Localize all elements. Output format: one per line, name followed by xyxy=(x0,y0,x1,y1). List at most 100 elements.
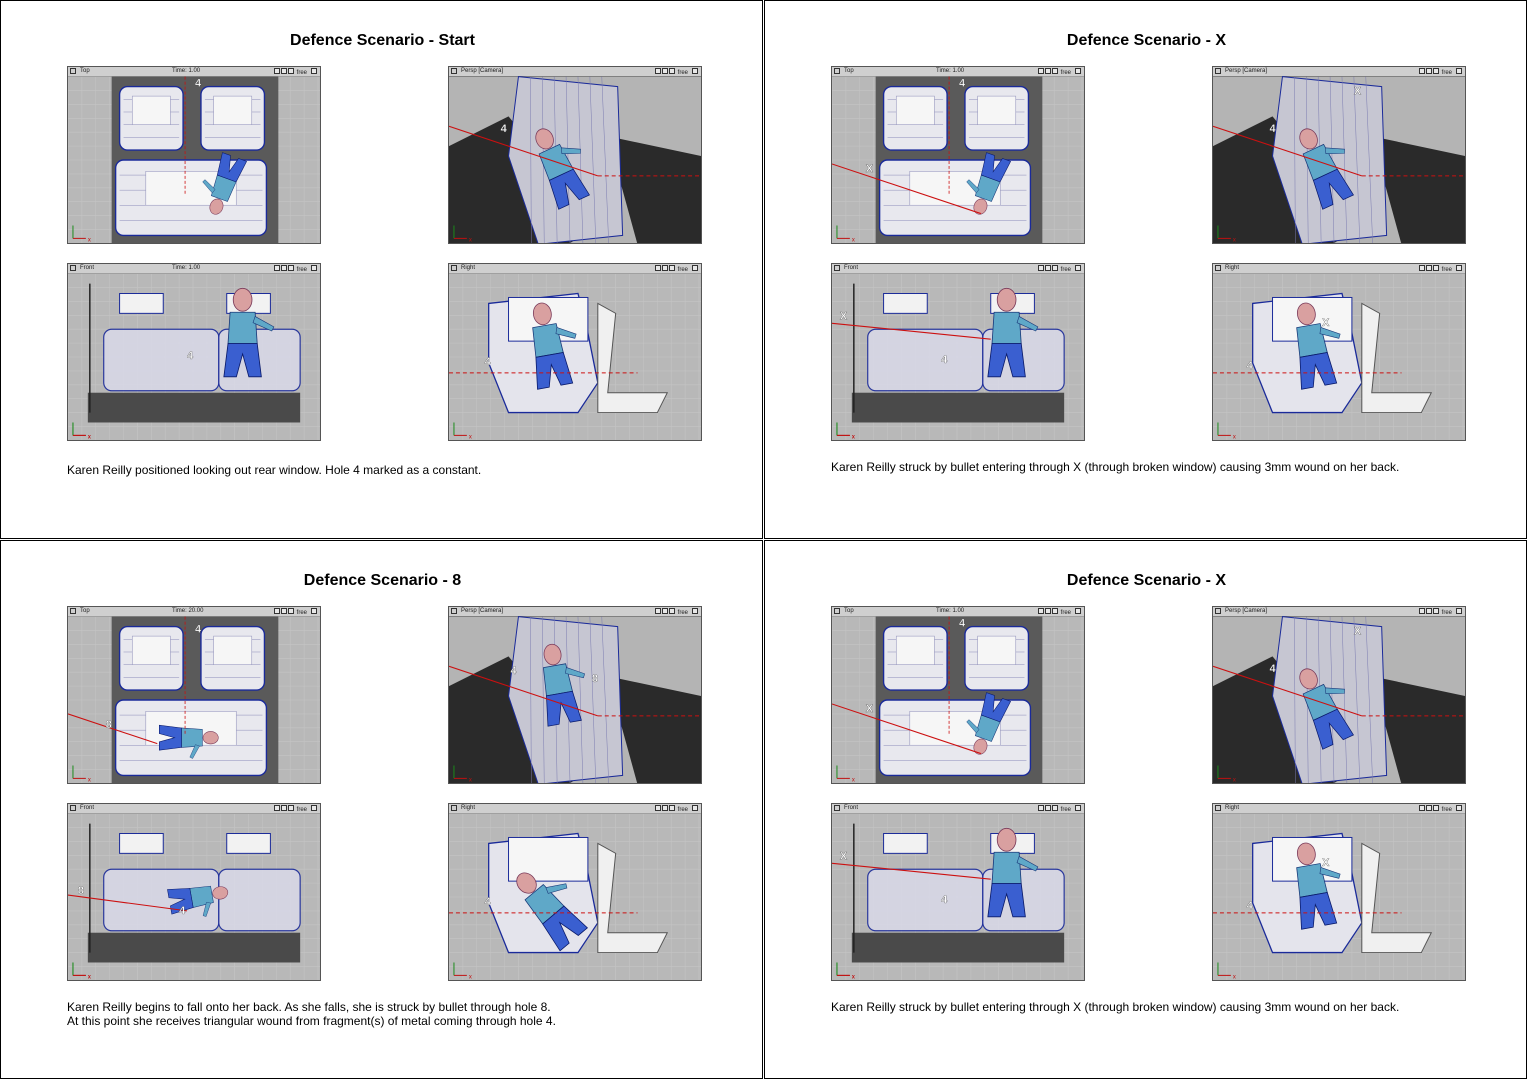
pan-icon[interactable] xyxy=(1425,68,1432,74)
zoom-icon[interactable] xyxy=(1037,265,1044,271)
viewport-buttons[interactable]: free xyxy=(1037,265,1081,275)
rotate-icon[interactable] xyxy=(668,68,675,74)
view-mode-field[interactable]: free xyxy=(296,267,307,273)
maximize-icon[interactable] xyxy=(1075,68,1081,74)
maximize-icon[interactable] xyxy=(311,68,317,74)
maximize-icon[interactable] xyxy=(692,608,698,614)
close-icon[interactable] xyxy=(834,265,840,271)
view-mode-field[interactable]: free xyxy=(1441,267,1452,273)
view-mode-field[interactable]: free xyxy=(1441,70,1452,76)
pan-icon[interactable] xyxy=(661,805,668,811)
zoom-icon[interactable] xyxy=(654,608,661,614)
viewport-buttons[interactable]: free xyxy=(654,608,698,618)
pan-icon[interactable] xyxy=(661,68,668,74)
pan-icon[interactable] xyxy=(1425,805,1432,811)
viewport-buttons[interactable]: free xyxy=(273,608,317,618)
rotate-icon[interactable] xyxy=(287,265,294,271)
close-icon[interactable] xyxy=(1215,805,1221,811)
view-mode-field[interactable]: free xyxy=(677,807,688,813)
zoom-icon[interactable] xyxy=(1418,68,1425,74)
view-mode-field[interactable]: free xyxy=(677,610,688,616)
viewport-buttons[interactable]: free xyxy=(654,265,698,275)
rotate-icon[interactable] xyxy=(1432,68,1439,74)
close-icon[interactable] xyxy=(70,265,76,271)
maximize-icon[interactable] xyxy=(1075,608,1081,614)
rotate-icon[interactable] xyxy=(287,608,294,614)
maximize-icon[interactable] xyxy=(692,68,698,74)
close-icon[interactable] xyxy=(1215,68,1221,74)
pan-icon[interactable] xyxy=(1044,68,1051,74)
view-mode-field[interactable]: free xyxy=(296,610,307,616)
close-icon[interactable] xyxy=(451,608,457,614)
viewport-buttons[interactable]: free xyxy=(273,68,317,78)
pan-icon[interactable] xyxy=(1044,608,1051,614)
close-icon[interactable] xyxy=(451,805,457,811)
maximize-icon[interactable] xyxy=(311,265,317,271)
rotate-icon[interactable] xyxy=(1432,805,1439,811)
zoom-icon[interactable] xyxy=(273,265,280,271)
view-mode-field[interactable]: free xyxy=(296,807,307,813)
pan-icon[interactable] xyxy=(1044,805,1051,811)
maximize-icon[interactable] xyxy=(1075,265,1081,271)
viewport-buttons[interactable]: free xyxy=(1418,68,1462,78)
close-icon[interactable] xyxy=(70,68,76,74)
rotate-icon[interactable] xyxy=(1051,805,1058,811)
close-icon[interactable] xyxy=(70,608,76,614)
view-mode-field[interactable]: free xyxy=(1441,610,1452,616)
maximize-icon[interactable] xyxy=(311,805,317,811)
close-icon[interactable] xyxy=(834,608,840,614)
viewport-buttons[interactable]: free xyxy=(654,805,698,815)
maximize-icon[interactable] xyxy=(1456,608,1462,614)
viewport-buttons[interactable]: free xyxy=(1418,608,1462,618)
zoom-icon[interactable] xyxy=(654,265,661,271)
pan-icon[interactable] xyxy=(280,608,287,614)
rotate-icon[interactable] xyxy=(668,265,675,271)
view-mode-field[interactable]: free xyxy=(1060,267,1071,273)
rotate-icon[interactable] xyxy=(668,608,675,614)
maximize-icon[interactable] xyxy=(1456,68,1462,74)
pan-icon[interactable] xyxy=(661,265,668,271)
zoom-icon[interactable] xyxy=(654,68,661,74)
maximize-icon[interactable] xyxy=(692,805,698,811)
pan-icon[interactable] xyxy=(280,265,287,271)
close-icon[interactable] xyxy=(451,68,457,74)
rotate-icon[interactable] xyxy=(1051,608,1058,614)
close-icon[interactable] xyxy=(834,68,840,74)
view-mode-field[interactable]: free xyxy=(1060,70,1071,76)
close-icon[interactable] xyxy=(451,265,457,271)
viewport-buttons[interactable]: free xyxy=(1418,805,1462,815)
viewport-buttons[interactable]: free xyxy=(273,805,317,815)
rotate-icon[interactable] xyxy=(287,68,294,74)
pan-icon[interactable] xyxy=(1044,265,1051,271)
viewport-buttons[interactable]: free xyxy=(1418,265,1462,275)
zoom-icon[interactable] xyxy=(1418,265,1425,271)
close-icon[interactable] xyxy=(1215,265,1221,271)
zoom-icon[interactable] xyxy=(273,68,280,74)
zoom-icon[interactable] xyxy=(1418,805,1425,811)
zoom-icon[interactable] xyxy=(1418,608,1425,614)
maximize-icon[interactable] xyxy=(1456,805,1462,811)
zoom-icon[interactable] xyxy=(1037,608,1044,614)
rotate-icon[interactable] xyxy=(1051,265,1058,271)
zoom-icon[interactable] xyxy=(273,608,280,614)
pan-icon[interactable] xyxy=(280,805,287,811)
view-mode-field[interactable]: free xyxy=(677,70,688,76)
pan-icon[interactable] xyxy=(1425,608,1432,614)
rotate-icon[interactable] xyxy=(668,805,675,811)
zoom-icon[interactable] xyxy=(1037,805,1044,811)
viewport-buttons[interactable]: free xyxy=(1037,608,1081,618)
view-mode-field[interactable]: free xyxy=(1441,807,1452,813)
